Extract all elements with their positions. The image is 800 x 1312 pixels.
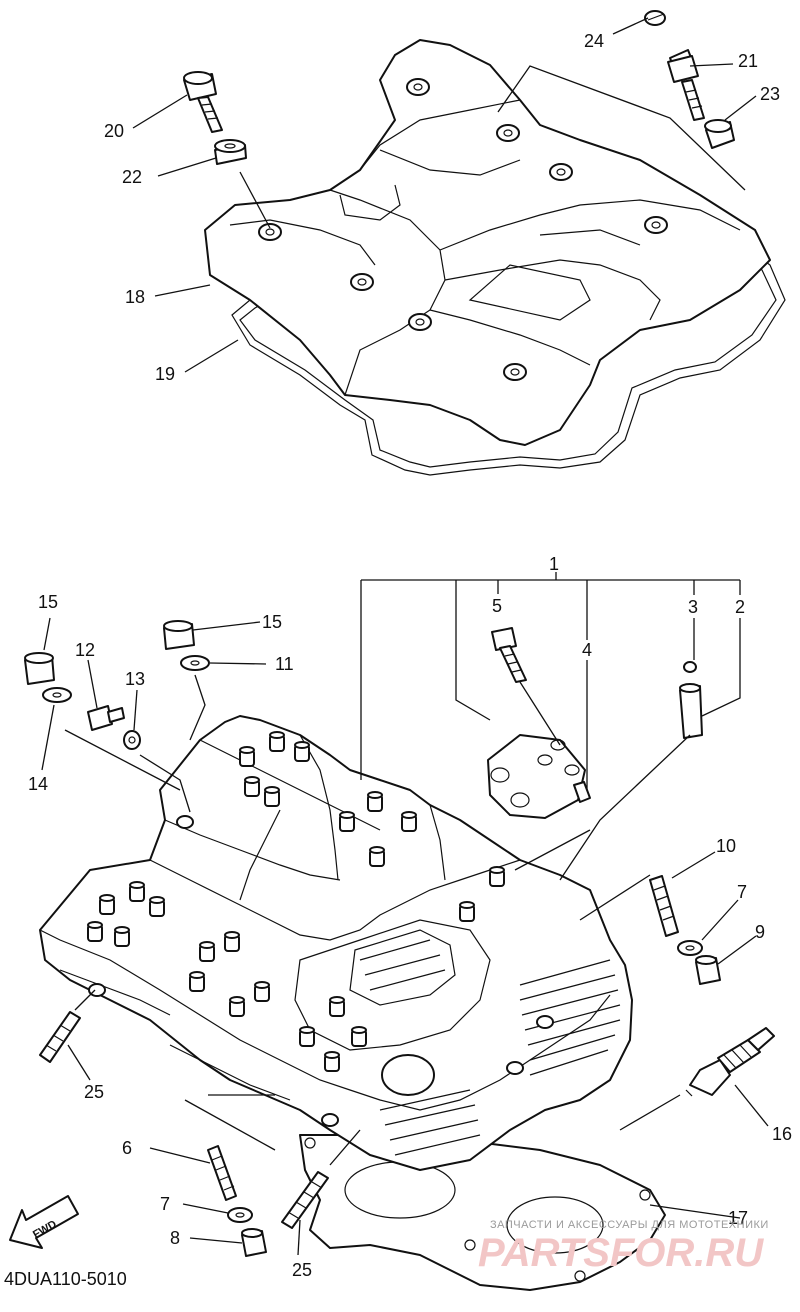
callout-labels: 1 2 3 4 5 6 7 7 8 9 10 11 12 13 14 15 15… <box>28 31 792 1280</box>
washer-7-lower <box>227 1207 253 1223</box>
cylinder-head-assembly <box>39 715 666 1291</box>
stud-10 <box>649 875 679 937</box>
diagram-code: 4DUA110-5010 <box>4 1269 127 1289</box>
breather-plug-21 <box>667 49 705 121</box>
watermark-tagline: ЗАПЧАСТИ И АКСЕССУАРЫ ДЛЯ МОТОТЕХНИКИ <box>490 1219 769 1231</box>
cover-bolt-20 <box>183 71 223 133</box>
callout-16: 16 <box>772 1124 792 1144</box>
washer-7-right <box>677 940 703 956</box>
callout-8: 8 <box>170 1228 180 1248</box>
watermark: ЗАПЧАСТИ И АКСЕССУАРЫ ДЛЯ МОТОТЕХНИКИ PA… <box>478 1219 769 1275</box>
callout-23: 23 <box>760 84 780 104</box>
cover-bolt-holes <box>258 78 668 381</box>
bolt-12 <box>87 705 125 731</box>
cap-bolt-15-right <box>163 620 195 650</box>
stud-6 <box>207 1145 237 1201</box>
callout-13: 13 <box>125 669 145 689</box>
stud-25-lower <box>281 1171 329 1229</box>
cylinder-head-cover <box>204 39 771 446</box>
callout-2: 2 <box>735 597 745 617</box>
callout-15-right: 15 <box>262 612 282 632</box>
stud-25-left <box>39 1011 81 1063</box>
callout-12: 12 <box>75 640 95 660</box>
callout-4: 4 <box>582 640 592 660</box>
washer-13 <box>123 730 141 750</box>
exhaust-port <box>381 1054 435 1096</box>
cover-washer-22 <box>214 139 247 165</box>
callout-10: 10 <box>716 836 736 856</box>
callout-1: 1 <box>549 554 559 574</box>
callout-25-lower: 25 <box>292 1260 312 1280</box>
dowel-pin-2-3 <box>679 661 703 739</box>
callout-11: 11 <box>275 654 294 674</box>
head-bolt-holes <box>88 815 554 1127</box>
valve-adjuster-nuts <box>87 731 505 1072</box>
nut-9 <box>695 955 721 985</box>
callout-3: 3 <box>688 597 698 617</box>
callout-18: 18 <box>125 287 145 307</box>
callout-9: 9 <box>755 922 765 942</box>
callout-7-lower: 7 <box>160 1194 170 1214</box>
callout-5: 5 <box>492 596 502 616</box>
callout-14: 14 <box>28 774 48 794</box>
callout-7-right: 7 <box>737 882 747 902</box>
grommet-23 <box>704 119 735 149</box>
callout-21: 21 <box>738 51 758 71</box>
washer-11 <box>180 655 210 671</box>
callout-6: 6 <box>122 1138 132 1158</box>
spark-plug-16 <box>685 1027 775 1097</box>
clip-24 <box>644 10 666 26</box>
callout-22: 22 <box>122 167 142 187</box>
bolt-5 <box>491 627 527 683</box>
leader-lines <box>41 17 769 1256</box>
watermark-brand: PARTSFOR.RU <box>478 1231 764 1275</box>
callout-19: 19 <box>155 364 175 384</box>
callout-17: 17 <box>728 1208 748 1228</box>
forward-arrow-icon: FWD <box>9 1195 79 1249</box>
callout-25-left: 25 <box>84 1082 104 1102</box>
cap-bolt-15-left <box>24 652 55 685</box>
bracket-4 <box>487 734 591 819</box>
nut-8 <box>241 1228 267 1257</box>
washer-14 <box>42 687 72 703</box>
callout-24: 24 <box>584 31 604 51</box>
callout-20: 20 <box>104 121 124 141</box>
callout-15-left: 15 <box>38 592 58 612</box>
cylinder-head-cover-assembly <box>183 10 786 476</box>
